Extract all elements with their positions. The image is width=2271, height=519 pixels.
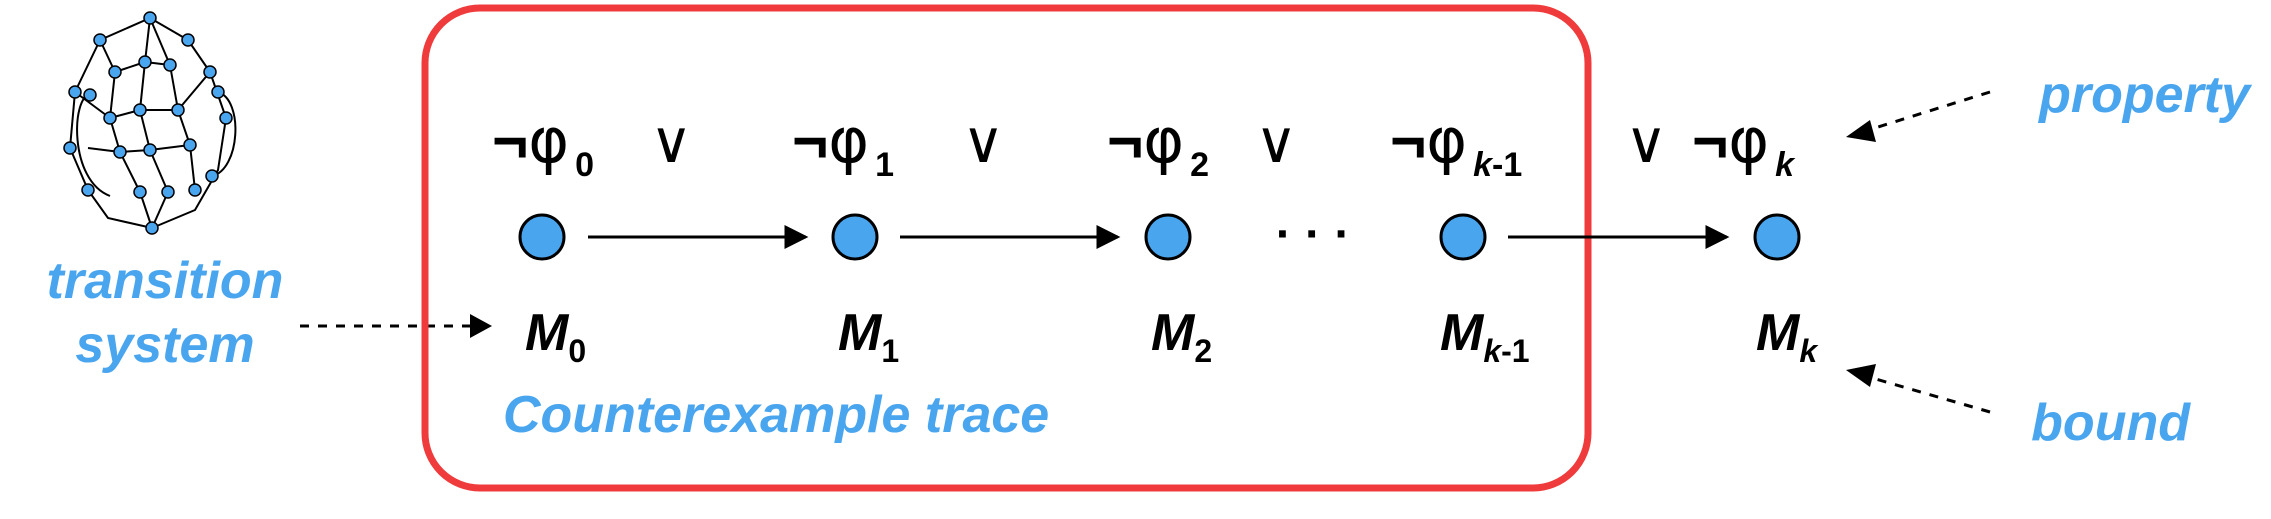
state-nodes [518, 213, 1801, 261]
or-symbol-3: ∨ [1255, 108, 1297, 176]
transition-system-label-line1: transition [47, 252, 284, 310]
state-node-mk [1753, 213, 1801, 261]
property-label: property [2037, 66, 2253, 124]
transition-system-graph-nodes [63, 11, 233, 235]
or-symbol-1: ∨ [650, 108, 692, 176]
property-dashed-line [1861, 90, 1991, 134]
transition-system-arrowhead [470, 314, 492, 338]
or-symbol-2: ∨ [962, 108, 1004, 176]
state-node-m1 [831, 213, 879, 261]
transition-system-graph-icon [68, 16, 237, 230]
bound-label: bound [2031, 394, 2191, 452]
bound-arrowhead [1846, 364, 1876, 387]
state-label-m2: M2 [1151, 304, 1212, 369]
state-labels: M0 M1 M2 Mk-1 Mk [525, 304, 1819, 369]
property-arrowhead [1846, 120, 1876, 142]
or-symbol-4: ∨ [1625, 108, 1667, 176]
state-node-m0 [518, 213, 566, 261]
bound-dashed-line [1861, 373, 1991, 414]
ellipsis-dots: · · · [1276, 208, 1351, 261]
transition-system-label-line2: system [75, 316, 254, 374]
state-node-mk-1 [1439, 213, 1487, 261]
state-label-m0: M0 [525, 304, 586, 369]
state-label-m1: M1 [838, 304, 899, 369]
counterexample-trace-box [421, 4, 1592, 492]
state-label-mk: Mk [1756, 304, 1819, 369]
counterexample-trace-label: Counterexample trace [503, 386, 1049, 444]
state-label-mk-1: Mk-1 [1440, 304, 1530, 369]
state-node-m2 [1144, 213, 1192, 261]
